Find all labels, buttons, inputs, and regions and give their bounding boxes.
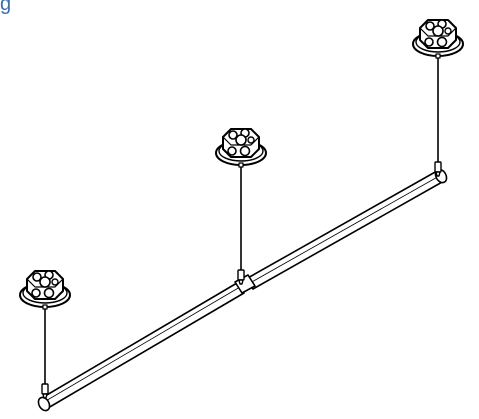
suspension-cables [44,54,439,387]
rod-segment-left [39,282,245,409]
canopy-right [412,19,464,59]
gripper-right [434,161,442,177]
rod-end-cap-left [37,396,51,412]
cable-grippers [41,161,442,399]
canopy-middle [215,128,267,168]
cropped-caption-text: g [0,0,12,15]
gripper-left [41,383,49,399]
canopy-left [19,270,71,310]
gripper-middle [237,269,245,285]
horizontal-rod [37,168,448,412]
rod-segment-right [245,170,445,290]
